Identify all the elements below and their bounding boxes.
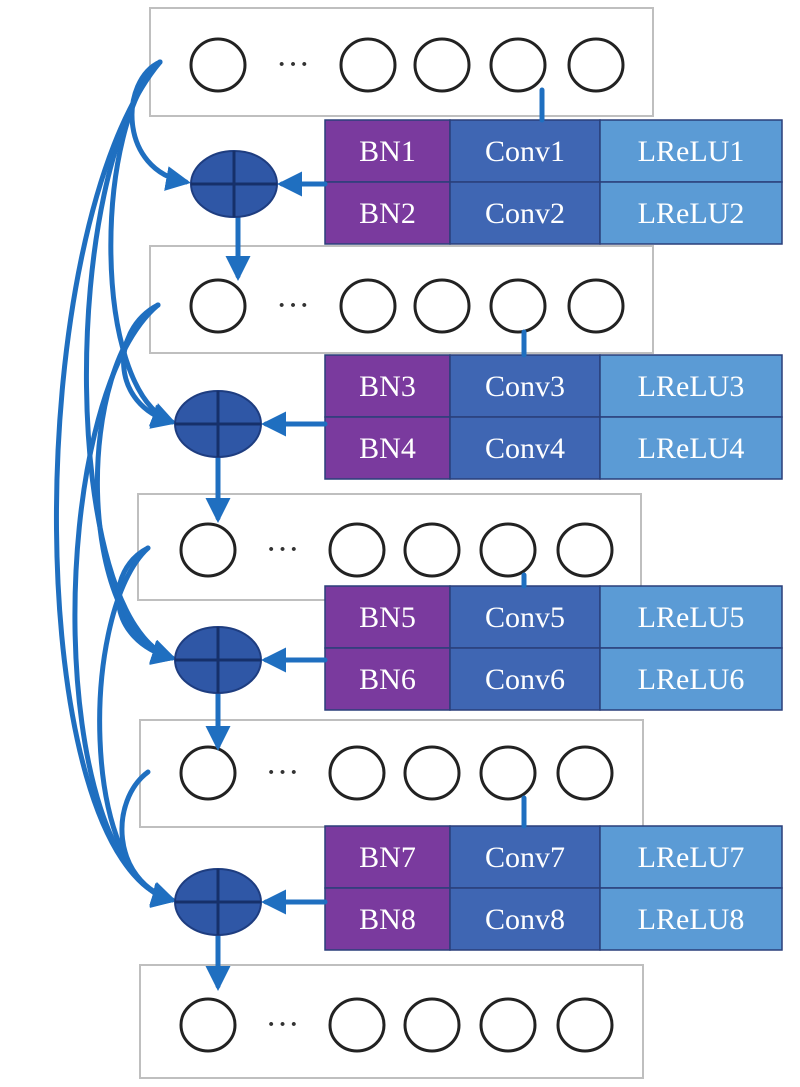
neuron — [403, 997, 461, 1053]
neuron — [556, 745, 614, 801]
adder-icon — [190, 150, 278, 218]
neuron — [179, 997, 237, 1053]
conv-cell — [449, 416, 601, 480]
adder-icon — [174, 390, 262, 458]
lrelu-cell — [599, 354, 783, 418]
ellipsis-text: ··· — [266, 754, 300, 791]
bn-label: BN8 — [359, 903, 416, 936]
neuron — [403, 745, 461, 801]
bn-cell — [324, 647, 451, 711]
feature-layer: ··· — [149, 245, 654, 354]
bn-cell — [324, 119, 451, 183]
conv-cell — [449, 825, 601, 889]
neuron — [328, 522, 386, 578]
adder-icon — [174, 868, 262, 936]
bn-label: BN2 — [359, 197, 416, 230]
lrelu-label: LReLU1 — [638, 135, 745, 168]
lrelu-cell — [599, 416, 783, 480]
bn-cell — [324, 181, 451, 245]
neuron — [567, 37, 625, 93]
arrows-group — [54, 59, 545, 991]
ellipsis-text: ··· — [276, 46, 310, 83]
lrelu-cell — [599, 887, 783, 951]
neuron — [413, 37, 471, 93]
skip-connection — [95, 302, 177, 665]
conv-label: Conv3 — [485, 370, 565, 403]
lrelu-cell — [599, 825, 783, 889]
neuron — [403, 522, 461, 578]
bn-label: BN6 — [359, 663, 416, 696]
neuron — [339, 37, 397, 93]
bn-label: BN7 — [359, 841, 416, 874]
skip-connection — [129, 59, 191, 191]
neuron — [339, 278, 397, 334]
neuron — [479, 997, 537, 1053]
feature-layer: ··· — [137, 493, 642, 601]
lrelu-label: LReLU7 — [638, 841, 745, 874]
lrelu-cell — [599, 647, 783, 711]
lrelu-label: LReLU6 — [638, 663, 745, 696]
conv-cell — [449, 181, 601, 245]
neuron — [479, 745, 537, 801]
lrelu-label: LReLU5 — [638, 601, 745, 634]
conv-label: Conv1 — [485, 135, 565, 168]
conv-cell — [449, 354, 601, 418]
neuron — [479, 522, 537, 578]
lrelu-label: LReLU4 — [638, 432, 745, 465]
neuron — [328, 745, 386, 801]
bn-label: BN4 — [359, 432, 416, 465]
neuron — [179, 745, 237, 801]
adders-group — [174, 150, 278, 936]
neuron — [556, 997, 614, 1053]
conv-label: Conv5 — [485, 601, 565, 634]
bn-label: BN3 — [359, 370, 416, 403]
ellipsis-text: ··· — [266, 1006, 300, 1043]
conv-label: Conv7 — [485, 841, 565, 874]
lrelu-label: LReLU8 — [638, 903, 745, 936]
bn-cell — [324, 887, 451, 951]
conv-label: Conv6 — [485, 663, 565, 696]
lrelu-label: LReLU2 — [638, 197, 745, 230]
neuron — [179, 522, 237, 578]
neuron — [489, 37, 547, 93]
lrelu-cell — [599, 119, 783, 183]
ellipsis-text: ··· — [266, 531, 300, 568]
neuron — [328, 997, 386, 1053]
neuron — [189, 278, 247, 334]
feature-layer: ··· — [149, 7, 654, 117]
conv-label: Conv4 — [485, 432, 565, 465]
bn-label: BN5 — [359, 601, 416, 634]
lrelu-label: LReLU3 — [638, 370, 745, 403]
ellipsis-text: ··· — [276, 287, 310, 324]
skip-connection — [119, 769, 177, 906]
conv-cell — [449, 887, 601, 951]
bn-label: BN1 — [359, 135, 416, 168]
neuron — [413, 278, 471, 334]
neuron — [556, 522, 614, 578]
adder-icon — [174, 626, 262, 694]
bn-cell — [324, 416, 451, 480]
bn-cell — [324, 585, 451, 649]
conv-cell — [449, 585, 601, 649]
lrelu-cell — [599, 585, 783, 649]
neuron — [567, 278, 625, 334]
neuron — [189, 37, 247, 93]
neuron — [489, 278, 547, 334]
lrelu-cell — [599, 181, 783, 245]
feature-layer: ··· — [139, 964, 644, 1079]
feature-layer: ··· — [139, 719, 644, 828]
conv-label: Conv2 — [485, 197, 565, 230]
conv-label: Conv8 — [485, 903, 565, 936]
